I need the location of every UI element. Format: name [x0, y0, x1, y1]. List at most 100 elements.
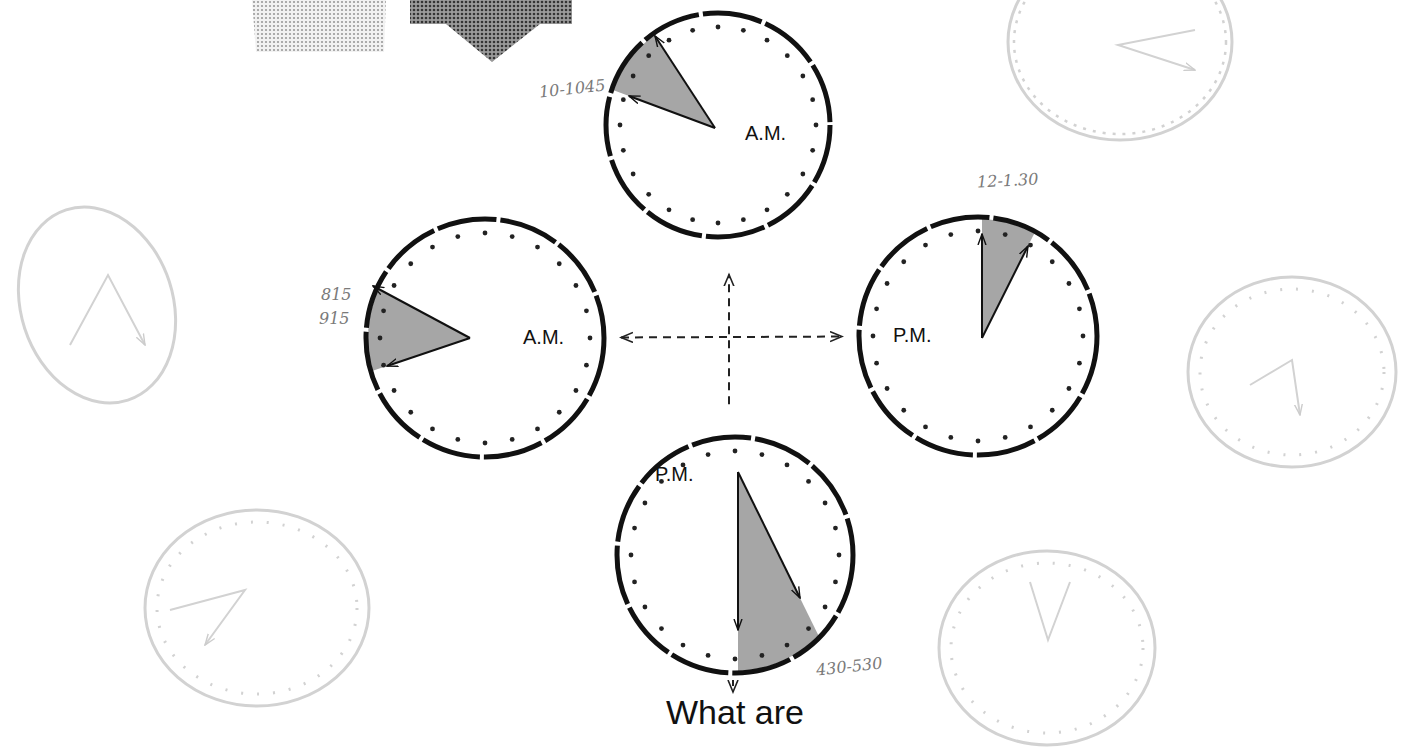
clock-dot [621, 148, 626, 153]
clock-node: A.M.10-1045 [603, 10, 833, 240]
clock-rim [859, 217, 1097, 455]
clock-dot [810, 97, 815, 102]
period-label: P.M. [893, 324, 932, 346]
clock-dot [785, 463, 790, 468]
clock-face [614, 434, 856, 676]
clock-node: P.M.12-1.30 [856, 214, 1100, 458]
handwritten-time: 815 [319, 286, 354, 304]
clock-dot [976, 229, 981, 234]
period-label: A.M. [523, 326, 564, 348]
clock-dot [785, 643, 790, 648]
clock-dot [408, 261, 413, 266]
clock-dot [632, 580, 637, 585]
clock-dot [667, 38, 672, 43]
clock-dot [823, 605, 828, 610]
clock-dot [584, 308, 589, 313]
clock-dot [584, 363, 589, 368]
clock-dot [1050, 408, 1055, 413]
clock-dot [741, 217, 746, 222]
clock-dot [1028, 243, 1033, 248]
clock-face [363, 216, 607, 460]
time-wedge [614, 35, 715, 128]
clock-dot [408, 410, 413, 415]
clock-dot [833, 526, 838, 531]
clock-dot [535, 245, 540, 250]
clock-hand [981, 234, 983, 338]
clock-hand [387, 338, 470, 366]
clock-hand [655, 36, 715, 128]
clock-dot [733, 449, 738, 454]
clock-dot [948, 232, 953, 237]
clock-dot [874, 306, 879, 311]
clock-dot [588, 336, 593, 341]
clock-dot [557, 410, 562, 415]
caption-text: What are [666, 694, 804, 731]
clock-dot [874, 361, 879, 366]
period-label: A.M. [745, 122, 786, 144]
clock-rim [366, 219, 604, 457]
clock-dot [706, 653, 711, 658]
clock-dot [976, 439, 981, 444]
clock-dot [392, 388, 397, 393]
clock-dot [392, 283, 397, 288]
clock-dot [1028, 425, 1033, 430]
clock-dot [381, 308, 386, 313]
time-wedge [982, 219, 1034, 338]
clock-dot [631, 74, 636, 79]
clock-dot [621, 97, 626, 102]
clock-dot [923, 425, 928, 430]
clock-dot [632, 526, 637, 531]
halftone-arrow [410, 0, 572, 62]
clock-dot [785, 53, 790, 58]
clock-dot [535, 427, 540, 432]
clock-dot [885, 281, 890, 286]
clock-dot [765, 207, 770, 212]
clock-dot [948, 435, 953, 440]
clock-dot [741, 28, 746, 33]
clock-dot [810, 148, 815, 153]
clock-node: P.M.430-530 [614, 434, 856, 676]
clock-dot [557, 261, 562, 266]
clock-dot [833, 580, 838, 585]
clock-dot [1077, 306, 1082, 311]
clock-dot [483, 231, 488, 236]
handwritten-time: 10-1045 [536, 76, 608, 101]
handwritten-time: 430-530 [813, 654, 885, 679]
clock-dot [378, 336, 383, 341]
clock-dot [885, 386, 890, 391]
dashed-arrow [621, 336, 842, 339]
clock-dot [901, 408, 906, 413]
clock-dot [1050, 259, 1055, 264]
clock-dot [1003, 435, 1008, 440]
clock-dot [690, 28, 695, 33]
halftone-panel [252, 0, 386, 52]
clock-node: A.M.815915 [363, 216, 607, 460]
clock-hand [373, 286, 470, 338]
period-label: P.M. [655, 463, 694, 485]
dashed-arrow [728, 274, 730, 404]
clock-rim [606, 13, 830, 237]
clock-dot [455, 234, 460, 239]
clock-dot [923, 243, 928, 248]
clock-hand [629, 96, 715, 128]
handwritten-time: 915 [317, 310, 352, 328]
clock-dot [871, 334, 876, 339]
dashed-stub-arrow [732, 680, 734, 692]
clock-dot [455, 437, 460, 442]
clock-dot [760, 653, 765, 658]
clock-dot [785, 192, 790, 197]
clock-dot [646, 53, 651, 58]
clock-dot [574, 388, 579, 393]
clock-dot [733, 657, 738, 662]
clock-dot [706, 452, 711, 457]
clock-dot [646, 192, 651, 197]
clock-dot [800, 172, 805, 177]
time-wedge [738, 472, 818, 671]
clock-dot [690, 217, 695, 222]
clock-dot [681, 643, 686, 648]
clock-dot [381, 363, 386, 368]
clock-dot [806, 479, 811, 484]
clock-dot [629, 553, 634, 558]
clock-dot [1003, 232, 1008, 237]
